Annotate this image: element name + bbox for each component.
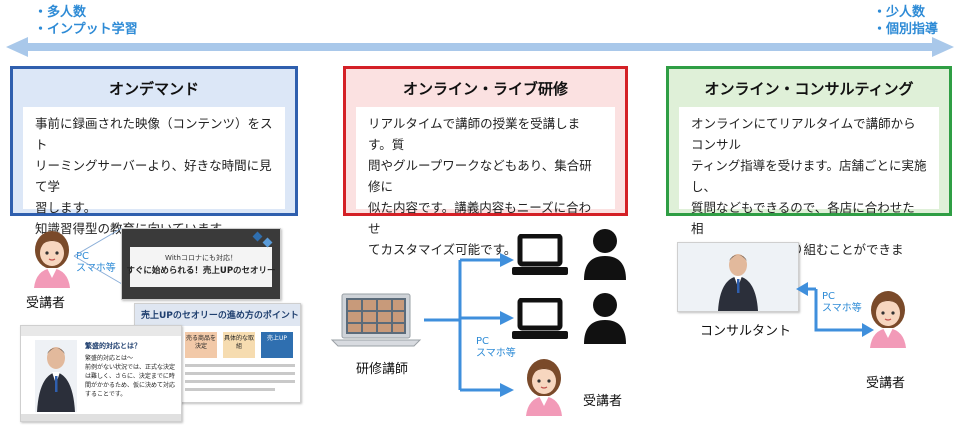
slide-1-line-1: Withコロナにも対応！	[165, 254, 237, 262]
panel-consulting: オンライン・コンサルティング オンラインにてリアルタイムで講師からコンサル ティ…	[666, 66, 952, 278]
laptop-icon	[512, 234, 568, 275]
slide-1-line-2: すぐに始められる！売上UPのセオリー	[126, 266, 276, 276]
live-flow-arrows	[424, 253, 514, 397]
scale-right-label: ・少人数 ・個別指導	[873, 4, 938, 38]
student-avatar-icon	[870, 291, 906, 348]
panel-line: リアルタイムで講師の授業を受講します。質	[368, 116, 581, 152]
person-icon	[584, 229, 626, 280]
slide-2-text-line	[185, 388, 275, 391]
scale-left-line-1: ・多人数	[34, 5, 87, 20]
video-line: は難しく、さらに、決定までに時	[85, 373, 175, 380]
student-avatar-icon	[526, 359, 562, 416]
slide-2-text-line	[185, 380, 295, 383]
person-icon	[584, 293, 626, 344]
scale-double-arrow	[6, 37, 954, 57]
consultant-photo-icon	[718, 254, 758, 311]
live-device-label: PC スマホ等	[476, 336, 516, 360]
panel-live-training: オンライン・ライブ研修 リアルタイムで講師の授業を受講します。質 問やグループワ…	[343, 66, 628, 257]
video-line: 前例がない状況では、正式な決定	[85, 364, 176, 371]
consulting-student-label: 受講者	[866, 376, 906, 391]
panel-title-live-training: オンライン・ライブ研修	[402, 80, 568, 98]
scale-left-line-2: ・インプット学習	[34, 22, 138, 37]
device-label-pc: PC	[476, 336, 490, 347]
consultant-video-frame	[677, 242, 799, 312]
scale-right-line-2: ・個別指導	[872, 22, 938, 37]
slide-2-text-line	[185, 364, 295, 367]
panel-line: 質問などもできるので、各店に合わせた相	[691, 200, 915, 236]
consulting-device-label: PC スマホ等	[822, 291, 862, 315]
laptop-icon	[512, 298, 568, 339]
video-text: 繁盛的対応とは～ 前例がない状況では、正式な決定 は難しく、さらに、決定までに時…	[85, 354, 175, 399]
lecture-video-frame: 繁盛的対応とは？ 繁盛的対応とは～ 前例がない状況では、正式な決定 は難しく、さ…	[20, 325, 182, 422]
panel-title-consulting: オンライン・コンサルティング	[704, 80, 914, 98]
laptop-video-conference-icon	[330, 293, 422, 347]
slide-2-box-1: 売る商品を決定	[185, 332, 217, 358]
panel-body-consulting: オンラインにてリアルタイムで講師からコンサル ティング指導を受けます。店舗ごとに…	[679, 107, 939, 278]
slide-1-title-panel	[130, 247, 272, 287]
panel-line: オンラインにてリアルタイムで講師からコンサル	[691, 116, 916, 152]
panel-line: 似た内容です。講義内容もニーズに合わせ	[368, 200, 592, 236]
panel-body-on-demand: 事前に録画された映像（コンテンツ）をスト リーミングサーバーより、好きな時間に見…	[23, 107, 285, 236]
video-control-bar[interactable]	[21, 414, 181, 421]
lecturer-photo-icon	[35, 340, 77, 412]
slide-2-text-line	[185, 372, 295, 375]
instructor-label: 研修講師	[356, 362, 409, 377]
panel-line: 習します。	[35, 200, 97, 215]
slide-decoration-icon	[252, 231, 273, 248]
device-label-pc: PC	[76, 251, 90, 262]
video-titlebar	[21, 326, 181, 336]
device-label-pc: PC	[822, 291, 836, 302]
consulting-flow-arrow	[796, 282, 874, 337]
consultant-label: コンサルタント	[700, 324, 792, 339]
content-slide-1: Withコロナにも対応！ すぐに始められる！売上UPのセオリー	[121, 228, 281, 300]
video-heading: 繁盛的対応とは？	[85, 342, 141, 350]
ondemand-connector-lines	[73, 227, 123, 285]
slide-2-box-3: 売上UP	[261, 332, 293, 358]
slide-2-header	[135, 304, 300, 326]
scale-left-label: ・多人数 ・インプット学習	[34, 4, 138, 38]
device-label-smartphone: スマホ等	[822, 303, 862, 314]
panel-body-live-training: リアルタイムで講師の授業を受講します。質 問やグループワークなどもあり、集合研修…	[356, 107, 615, 257]
student-avatar-icon	[34, 231, 70, 288]
panel-on-demand: オンデマンド 事前に録画された映像（コンテンツ）をスト リーミングサーバーより、…	[10, 66, 298, 236]
panel-line: てカスタマイズ可能です。	[368, 242, 517, 257]
slide-2-box-2: 具体的な取組	[223, 332, 255, 358]
video-line: 間がかかるため、仮に決めて対応	[85, 382, 176, 389]
video-line: 繁盛的対応とは～	[85, 355, 134, 362]
panel-line: リーミングサーバーより、好きな時間に見て学	[35, 158, 272, 194]
device-label-smartphone: スマホ等	[476, 348, 516, 359]
video-line: することです。	[85, 391, 127, 398]
panel-title-on-demand: オンデマンド	[108, 80, 199, 98]
live-student-label: 受講者	[583, 394, 623, 409]
panel-line: 事前に録画された映像（コンテンツ）をスト	[35, 116, 273, 152]
scale-right-line-1: ・少人数	[872, 5, 925, 20]
slide-2-title: 売上UPのセオリーの進め方のポイント	[141, 311, 299, 321]
panel-line: ティング指導を受けます。店舗ごとに実施し、	[691, 158, 927, 194]
panel-line: 問やグループワークなどもあり、集合研修に	[368, 158, 592, 194]
ondemand-student-label: 受講者	[26, 296, 66, 311]
